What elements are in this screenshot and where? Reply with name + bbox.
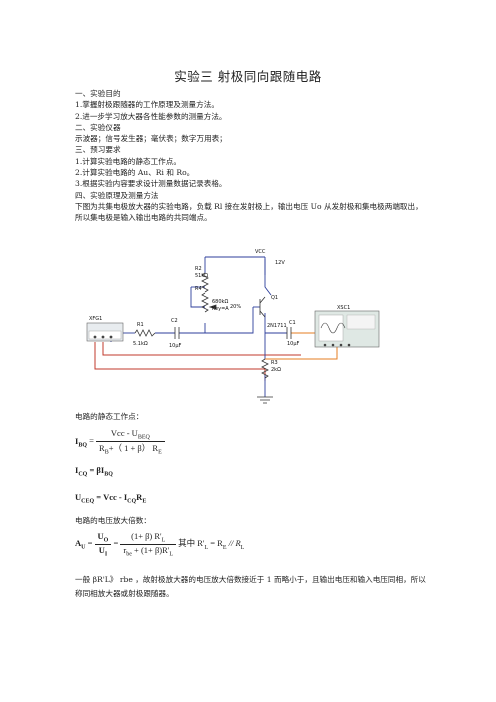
pot-arrow — [208, 304, 217, 310]
c2-capacitor — [174, 327, 180, 339]
conclusion-paragraph: 一般 βR'L》 rbe ，故射极放大器的电压放大倍数接近于 1 而略小于，且输… — [75, 575, 426, 598]
heading-prep: 三、预习要求 — [75, 145, 121, 155]
r2-name: R2 — [195, 266, 202, 272]
text-line: 2.进一步学习放大器各性能参数的测量方法。 — [75, 111, 227, 121]
wire — [265, 345, 338, 360]
q1-model: 2N1711 — [267, 323, 287, 329]
page-title: 实验三 射极同向跟随电路 — [174, 69, 322, 84]
text-line: 示波器；信号发生器；毫伏表；数字万用表； — [75, 134, 227, 144]
heading-principle: 四、实验原理及测量方法 — [75, 190, 159, 200]
wire — [190, 287, 205, 308]
q1-name: Q1 — [271, 295, 278, 301]
sine-wave-icon — [320, 322, 346, 334]
vcc-label: VCC — [255, 249, 266, 255]
r4-name: R4 — [195, 286, 202, 292]
wire — [264, 257, 272, 296]
wire — [179, 307, 254, 334]
r1-value: 5.1kΩ — [133, 341, 148, 347]
wire — [102, 342, 301, 356]
equation-ibq: IBQ = Vcc - UBEQ RB+（ 1 + β） RE — [75, 428, 165, 455]
r4-key: Key=A — [212, 306, 229, 312]
equation-icq: ICQ = βIBQ — [75, 465, 113, 478]
r1-name: R1 — [137, 322, 144, 328]
oscilloscope — [314, 310, 380, 348]
c1-value: 10µF — [287, 341, 300, 347]
text-line: 1.计算实验电路的静态工作点。 — [75, 156, 181, 166]
c1-name: C1 — [289, 320, 296, 326]
text-line: 1.掌握射极跟随器的工作原理及测量方法。 — [75, 100, 219, 110]
heading-instruments: 二、实验仪器 — [75, 122, 121, 132]
r1-resistor — [134, 329, 156, 337]
r3-name: R3 — [271, 360, 278, 366]
r2-resistor — [201, 272, 209, 293]
intro-paragraph: 下图为共集电极放大器的实验电路，负载 Rl 接在发射极上，输出电压 Uo 从发射… — [75, 201, 423, 223]
gain-label: 电路的电压放大倍数： — [75, 516, 151, 525]
c2-name: C2 — [171, 318, 178, 324]
r2-value: 51kΩ — [195, 273, 208, 279]
body-text: 一、实验目的 1.掌握射极跟随器的工作原理及测量方法。 2.进一步学习放大器各性… — [75, 88, 427, 224]
r4-value: 680kΩ — [212, 299, 228, 305]
q1-transistor — [259, 296, 266, 318]
text-line: 2.计算实验电路的 Au、Ri 和 Ro。 — [75, 168, 195, 178]
r4-potentiometer — [201, 292, 209, 313]
heading-purpose: 一、实验目的 — [75, 89, 121, 98]
c1-capacitor — [286, 327, 292, 339]
xsc-label: XSC1 — [337, 305, 350, 311]
function-generator — [86, 322, 124, 342]
vcc-value: 12V — [275, 260, 285, 266]
xfg-label: XFG1 — [89, 316, 102, 322]
c2-value: 10µF — [169, 343, 182, 349]
equation-uceq: UCEQ = Vcc - ICQRE — [75, 492, 147, 505]
r4-percent: 20% — [230, 304, 241, 310]
text-line: 3.根据实验内容要求设计测量数据记录表格。 — [75, 179, 227, 189]
ground-icon — [257, 396, 273, 404]
r3-value: 2kΩ — [271, 367, 281, 373]
static-point-label: 电路的静态工作点： — [75, 412, 144, 421]
equation-gain: AU = UO UI = (1+ β) R'L rbe + (1+ β)R'L … — [75, 531, 245, 558]
circuit-diagram: VCC 12V R2 51kΩ R4 680kΩ Key=A 20% R1 5.… — [86, 249, 380, 404]
r3-resistor — [261, 358, 269, 379]
